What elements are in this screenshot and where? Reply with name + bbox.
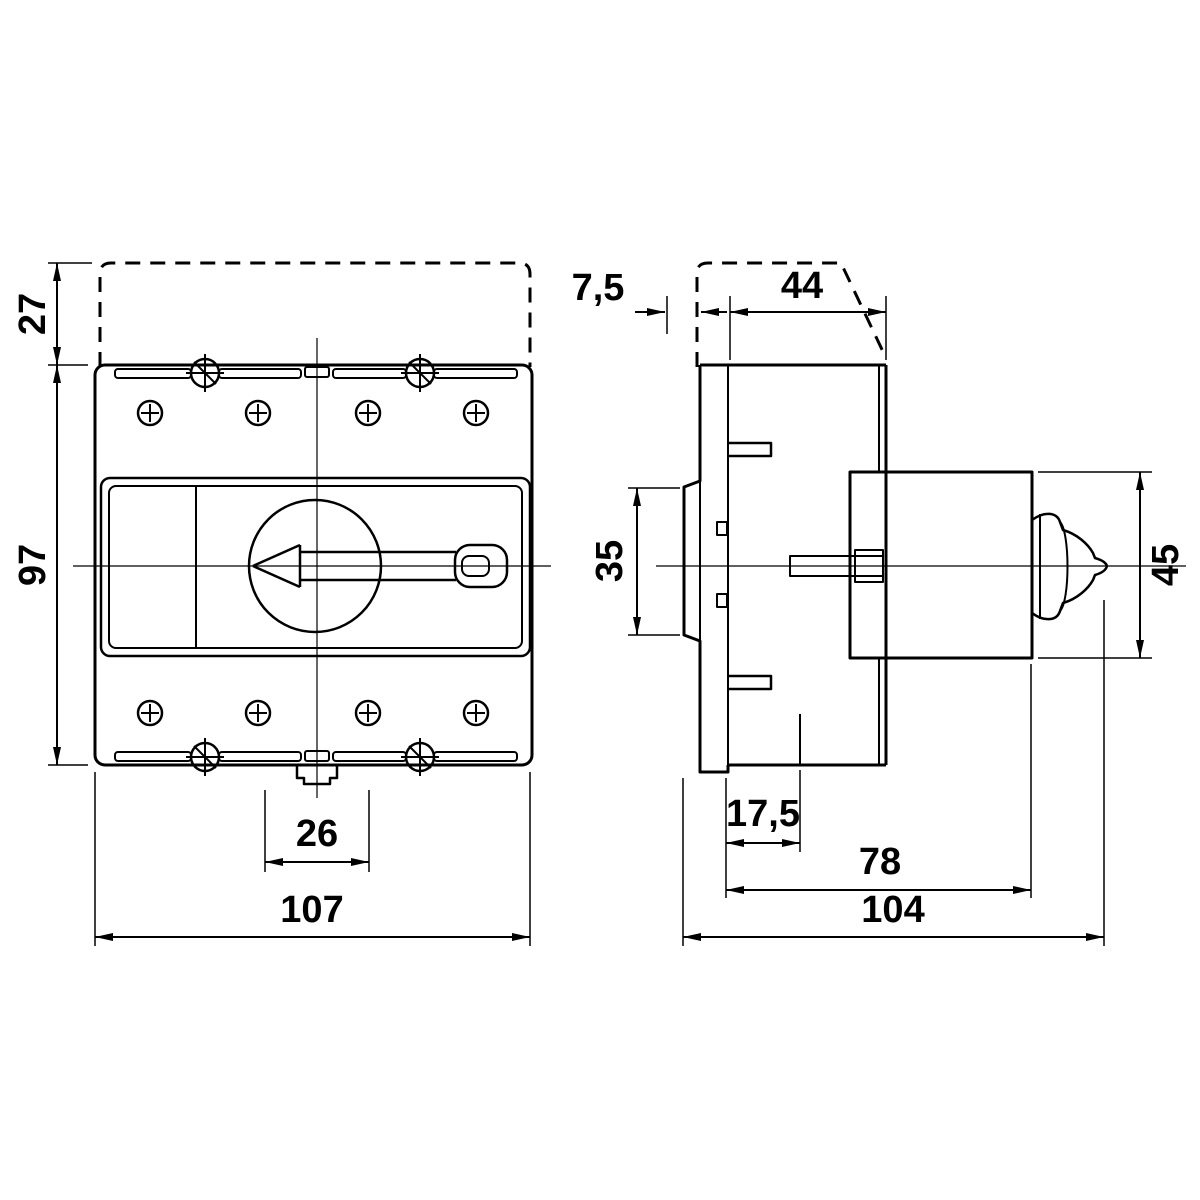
front-switch-face: [99, 476, 532, 658]
dim-side-din-rail: 35: [589, 487, 680, 636]
front-view: [73, 261, 551, 798]
terminal-screw-icon: [354, 399, 382, 427]
front-top-slots: [114, 366, 518, 379]
terminal-screw-icon: [462, 399, 490, 427]
dim-label-26: 26: [296, 813, 338, 855]
front-bottom-slots: [114, 750, 518, 762]
terminal-screw-icon: [136, 399, 164, 427]
dim-label-104: 104: [861, 889, 924, 931]
dim-label-35: 35: [589, 540, 631, 582]
side-terminal-slots: [728, 441, 773, 691]
side-switch-block: [848, 470, 1034, 660]
front-body-outline: [93, 363, 534, 767]
side-dashed-zone: [695, 261, 888, 367]
dim-label-27: 27: [12, 293, 54, 335]
terminal-screw-icon: [462, 699, 490, 727]
dim-side-upper-depth: 44: [729, 265, 887, 360]
dim-side-block-height: 45: [1038, 471, 1187, 659]
screw-icon: [401, 354, 439, 392]
terminal-screw-icon: [244, 699, 272, 727]
dim-front-top-height: 27: [12, 262, 92, 366]
side-din-latch: [716, 521, 728, 608]
terminal-screw-icon: [244, 399, 272, 427]
dim-label-7-5: 7,5: [572, 267, 625, 309]
dim-front-overall-width: 107: [94, 772, 531, 946]
dim-label-107: 107: [280, 889, 343, 931]
dim-side-handle-protrusion: 7,5: [572, 267, 727, 334]
side-view: [656, 261, 1186, 774]
dim-label-44: 44: [781, 265, 823, 307]
front-dashed-zone: [98, 261, 532, 367]
dim-label-17-5: 17,5: [726, 793, 800, 835]
front-centerlines: [73, 338, 551, 798]
dim-label-97: 97: [12, 544, 54, 586]
dim-side-mounting-depth: 78: [726, 664, 1032, 898]
dim-front-body-height: 97: [12, 365, 88, 766]
front-terminals-bottom: [136, 699, 490, 727]
screw-icon: [186, 354, 224, 392]
terminal-screw-icon: [136, 699, 164, 727]
dim-front-pole-pitch: 26: [264, 790, 370, 872]
front-mounting-screws: [186, 354, 439, 776]
dim-label-78: 78: [859, 841, 901, 883]
terminal-screw-icon: [354, 699, 382, 727]
dim-side-base-depth: 17,5: [725, 770, 801, 898]
front-terminals-top: [136, 399, 490, 427]
screw-icon: [186, 738, 224, 776]
dimensions: 27 97 26 107 7,5: [12, 262, 1187, 946]
side-body-outline: [682, 363, 888, 774]
dim-side-overall-depth: 104: [682, 600, 1105, 946]
screw-icon: [401, 738, 439, 776]
dim-label-45: 45: [1145, 544, 1187, 586]
